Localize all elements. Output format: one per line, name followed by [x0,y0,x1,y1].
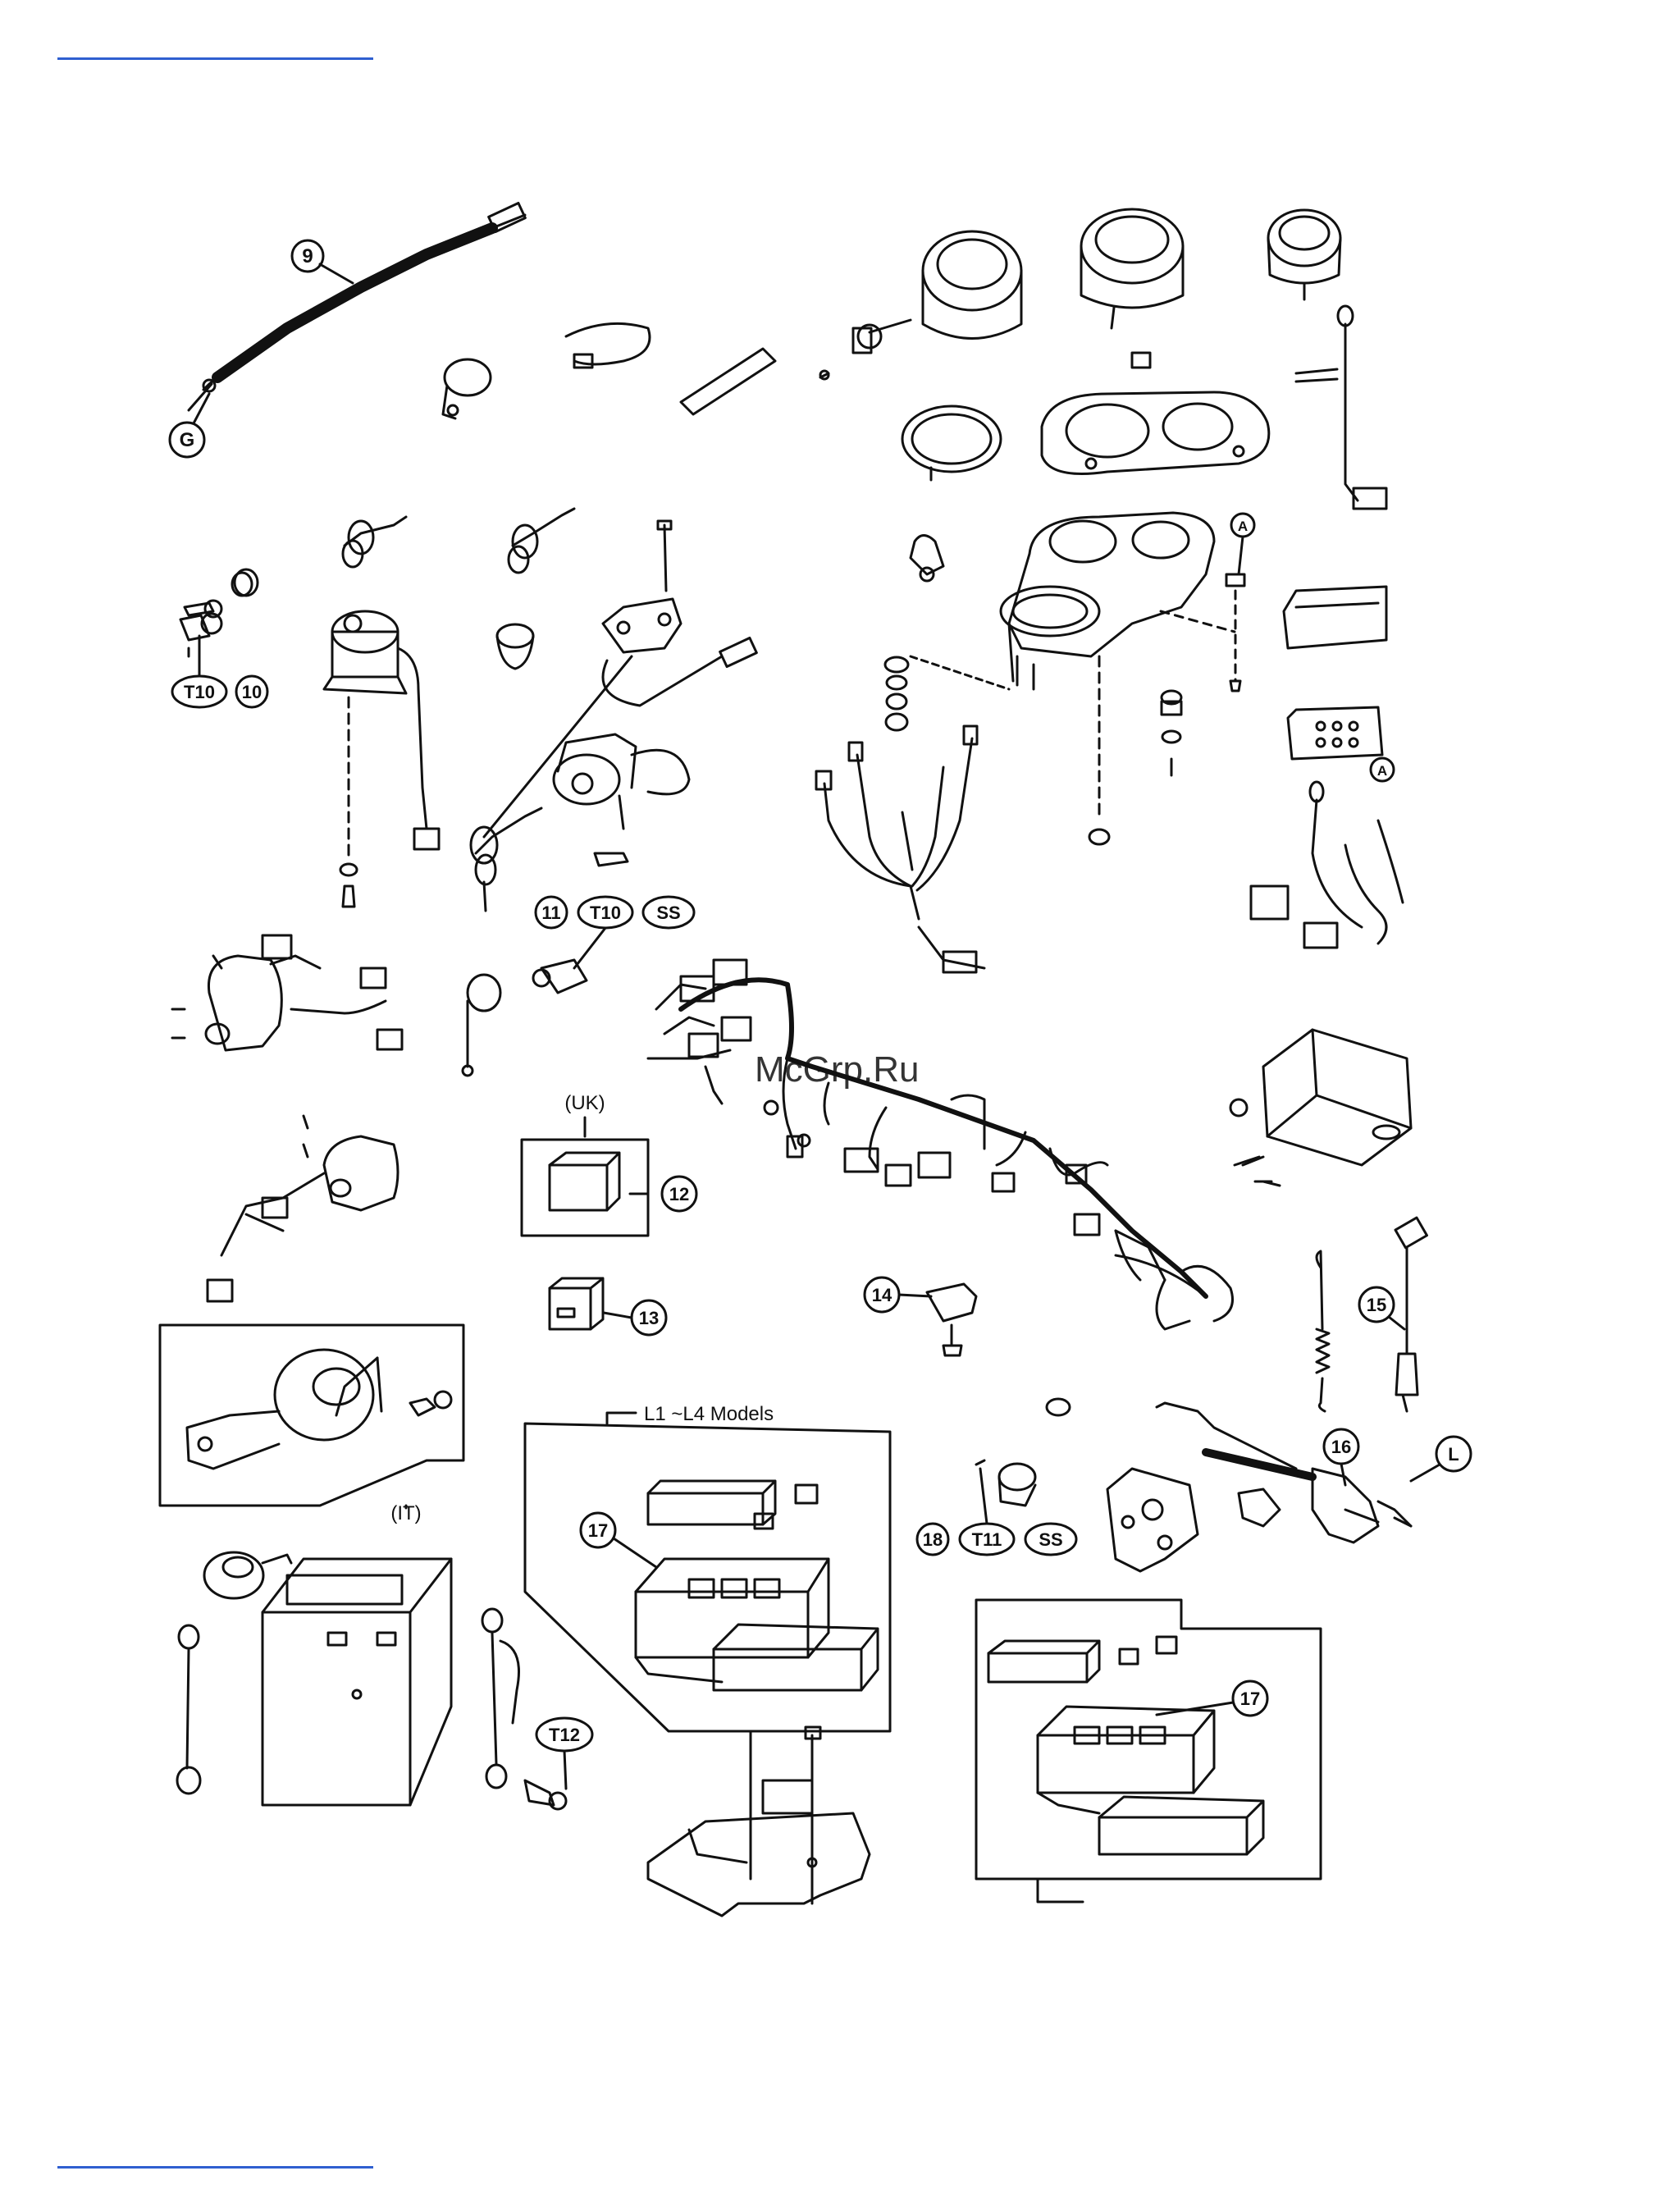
callout-9: 9 [292,240,353,283]
callout-t12: T12 [536,1718,592,1789]
svg-text:T10: T10 [590,903,621,923]
indicator-gauge [1268,210,1340,299]
svg-text:G: G [180,429,195,451]
lock-bracket [603,521,681,652]
callout-t10-a: T10 [172,636,226,707]
cable-tie [566,323,650,368]
l-models-box [525,1413,890,1879]
battery-cable-negative [177,1625,200,1794]
callout-14: 14 [865,1277,931,1312]
fitting-18 [976,1399,1070,1506]
callout-15: 15 [1359,1287,1404,1329]
helmet-lock-keys [471,808,541,911]
svg-text:15: 15 [1367,1295,1386,1315]
svg-text:14: 14 [872,1285,892,1305]
group-label-uk: (UK) [564,1092,605,1114]
callout-l: L [1411,1437,1471,1481]
meter-bracket [1001,513,1214,689]
relay-14 [927,1284,976,1355]
ic-igniter [1230,1030,1411,1186]
brake-switch [463,975,500,1076]
rubber-cap [497,624,533,669]
callout-18: 18 [917,1524,948,1555]
meter-wire-lead [1296,306,1386,509]
indicator-bulb-harness [1251,782,1403,948]
callout-11: 11 [536,897,567,928]
mounting-tray [648,1727,870,1916]
meter-cover-plate [1042,353,1269,474]
svg-text:A: A [1377,763,1387,779]
meter-wiring-harness [816,726,984,972]
bracket-clamp [911,536,943,582]
tachometer [820,231,1021,379]
callout-a-bottom: A [1371,758,1394,781]
alt-models-box [976,1600,1321,1902]
left-handlebar-switch [172,935,402,1050]
sensor-15 [1395,1218,1427,1411]
speedometer-cable [189,203,525,410]
uk-relay-box [522,1140,648,1236]
callout-ss-b: SS [1025,1524,1076,1555]
svg-text:L: L [1448,1444,1459,1465]
svg-text:10: 10 [242,682,262,702]
seat-lock-keys [509,509,574,573]
svg-text:11: 11 [541,903,560,923]
callout-12: 12 [662,1177,696,1211]
svg-text:9: 9 [302,245,313,267]
group-label-l-models: L1 ~L4 Models [644,1403,774,1425]
callout-t11: T11 [960,1469,1014,1555]
ignition-key-pair-left [343,517,406,567]
ignition-switch [324,611,439,907]
side-stand-bracket [1107,1469,1198,1571]
indicator-socket-panel [1288,707,1382,759]
svg-text:A: A [1238,519,1248,534]
callout-a-top: A [1231,514,1254,574]
watermark: McGrp.Ru [755,1049,919,1090]
seat-lock-assembly [554,734,689,866]
main-wiring-harness [648,960,1233,1329]
relay-13 [550,1278,603,1329]
callout-17-a: 17 [581,1513,656,1567]
svg-text:13: 13 [639,1308,659,1328]
strap [681,349,775,414]
return-spring [1317,1251,1329,1411]
dashed-leader [911,611,1235,820]
svg-text:17: 17 [588,1520,608,1541]
right-handlebar-switch [208,1116,398,1301]
meter-bezel-ring [902,406,1001,480]
svg-text:SS: SS [656,903,680,923]
callout-ss-a: SS [643,897,694,928]
svg-text:12: 12 [669,1184,689,1204]
svg-text:17: 17 [1240,1689,1260,1709]
it-horn-box [160,1325,463,1506]
indicator-light-panel [1284,587,1386,648]
cable-clamp [443,359,491,418]
svg-text:T11: T11 [972,1529,1002,1550]
svg-text:18: 18 [923,1529,943,1550]
speedometer [1081,209,1183,328]
svg-text:T12: T12 [549,1725,580,1745]
callout-g: G [170,394,209,457]
svg-text:16: 16 [1331,1437,1351,1457]
callout-13: 13 [604,1300,666,1335]
svg-text:T10: T10 [184,682,215,702]
battery-cable-positive [482,1609,566,1809]
callout-10: 10 [236,676,267,707]
neutral-switch [533,960,587,993]
battery [262,1559,451,1805]
callout-t10-b: T10 [574,897,632,968]
svg-text:SS: SS [1039,1529,1062,1550]
